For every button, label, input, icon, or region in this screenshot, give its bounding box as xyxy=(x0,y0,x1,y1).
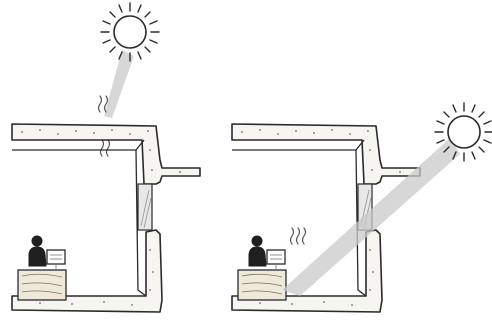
sun-icon-left xyxy=(101,3,159,61)
heat-waves-right xyxy=(291,228,306,244)
panel-right xyxy=(232,103,492,312)
sun-icon-right xyxy=(435,103,492,161)
room-right xyxy=(232,124,420,312)
panel-left xyxy=(12,3,200,312)
